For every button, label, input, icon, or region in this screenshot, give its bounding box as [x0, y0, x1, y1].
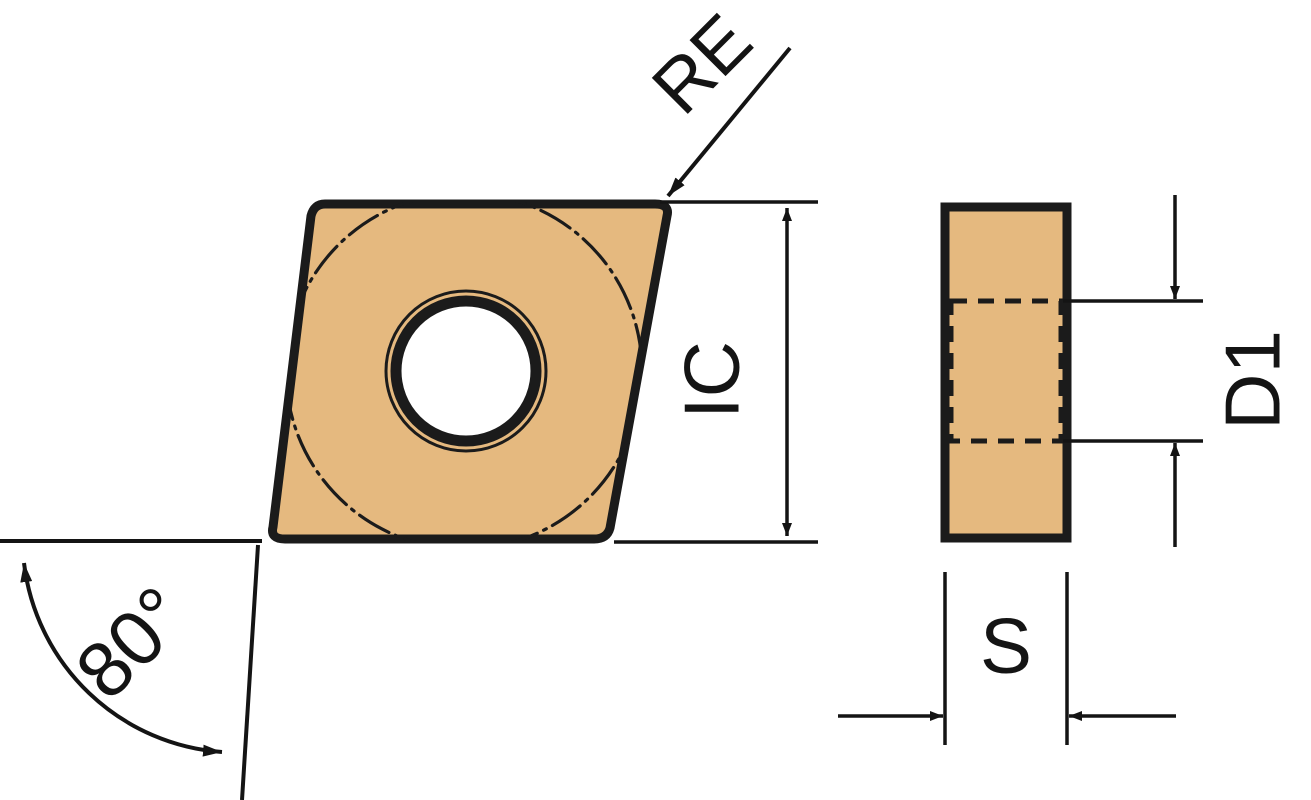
angle-leg-diagonal — [240, 544, 260, 800]
top-view-insert — [268, 199, 672, 544]
side-view-hole-hidden-outline — [948, 298, 1064, 444]
hole-ring — [390, 295, 542, 447]
d1-label: D1 — [1209, 330, 1297, 430]
side-view-insert — [940, 202, 1072, 543]
s-dimension-group: S — [838, 572, 1176, 745]
side-view-body — [940, 202, 1072, 543]
s-label: S — [980, 602, 1032, 690]
re-leader-line — [666, 46, 792, 198]
angle-arc — [20, 562, 223, 757]
hole-outer-circle — [384, 289, 548, 453]
ic-label: IC — [668, 341, 756, 419]
ic-dimension-group: IC — [614, 200, 818, 544]
d1-dimension-group: D1 — [1063, 195, 1297, 547]
